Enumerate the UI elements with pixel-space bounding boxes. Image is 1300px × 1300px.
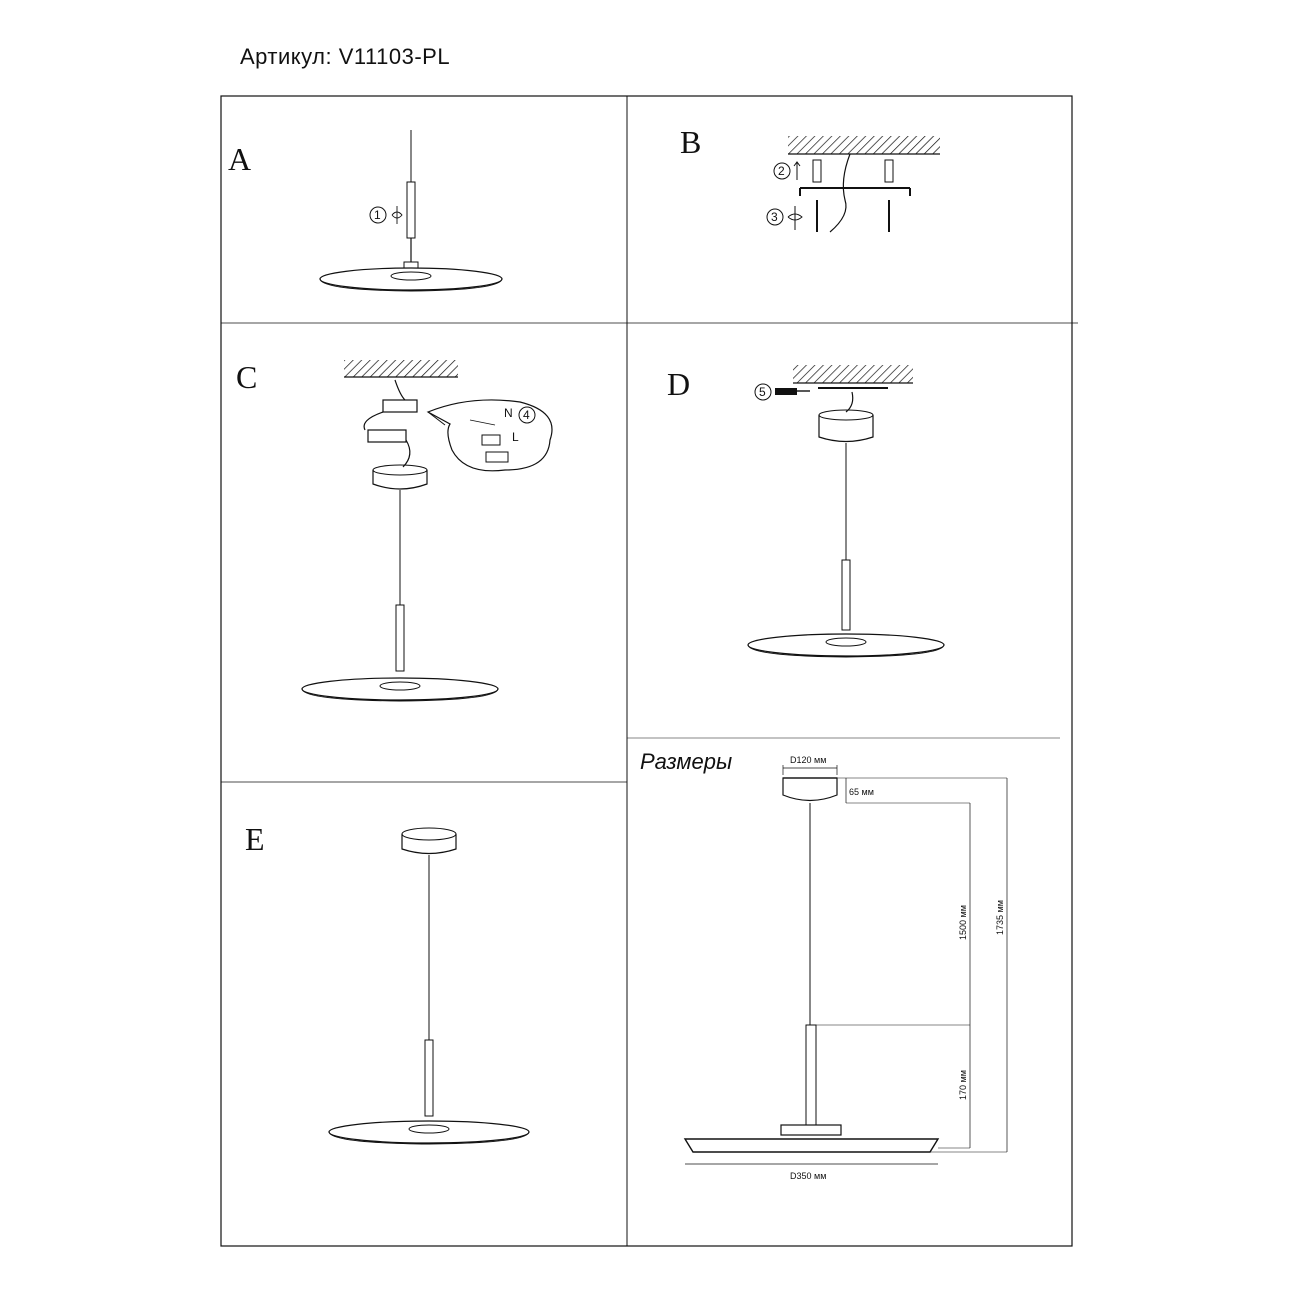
step-3-marker: 3 (766, 206, 803, 230)
ceiling-hatch-b (788, 136, 940, 155)
panel-c-letter: C (236, 359, 257, 395)
cable-length-label: 1500 мм (958, 905, 968, 940)
screwdriver-icon (775, 388, 810, 395)
pendant-assembly-c (301, 464, 499, 702)
screwdriver-rotate-icon (787, 206, 803, 230)
panel-a: A 1 (228, 130, 503, 292)
canopy-diameter-label: D120 мм (790, 755, 826, 765)
rotate-arrow-icon (391, 206, 403, 224)
step-2-marker: 2 (773, 161, 801, 180)
panel-e: E (245, 821, 530, 1145)
screws-b (816, 200, 890, 232)
panel-c: C N L 4 (236, 359, 553, 702)
panel-grid (220, 95, 1078, 1247)
pendant-assembly-a (319, 130, 503, 292)
dimensions-title: Размеры (640, 749, 732, 774)
step-1-number: 1 (374, 208, 381, 222)
panel-d: D 5 (667, 365, 945, 658)
panel-d-letter: D (667, 366, 690, 402)
step-2-number: 2 (778, 164, 785, 178)
mounting-plate-d (818, 387, 888, 413)
step-1-marker: 1 (369, 206, 403, 224)
article-number: Артикул: V11103-PL (240, 44, 451, 69)
panel-b-letter: B (680, 124, 701, 160)
canopy-height-label: 65 мм (849, 787, 874, 797)
dimension-drawing (683, 777, 940, 1153)
wiring-c (363, 379, 418, 468)
panel-e-letter: E (245, 821, 265, 857)
ceiling-hatch-c (344, 360, 458, 378)
step-4-number: 4 (523, 408, 530, 422)
panel-dimensions: Размеры (640, 749, 1008, 1181)
connector-n-label: N (504, 406, 513, 420)
total-height-label: 1735 мм (995, 900, 1005, 935)
ceiling-hatch-d (793, 365, 913, 384)
pendant-assembly-d (747, 409, 945, 658)
connection-callout-c: N L 4 (426, 399, 553, 472)
panel-a-letter: A (228, 141, 251, 177)
pendant-assembly-e (328, 827, 530, 1145)
panel-b: B 2 3 (680, 124, 940, 233)
mounting-plate-b (799, 153, 911, 233)
stem-length-label: 170 мм (958, 1070, 968, 1100)
step-5-number: 5 (759, 385, 766, 399)
shade-diameter-label: D350 мм (790, 1171, 826, 1181)
step-5-marker: 5 (754, 383, 810, 401)
step-3-number: 3 (771, 210, 778, 224)
arrow-up-icon (793, 161, 801, 180)
connector-l-label: L (512, 430, 519, 444)
dimension-lines (685, 765, 1008, 1165)
